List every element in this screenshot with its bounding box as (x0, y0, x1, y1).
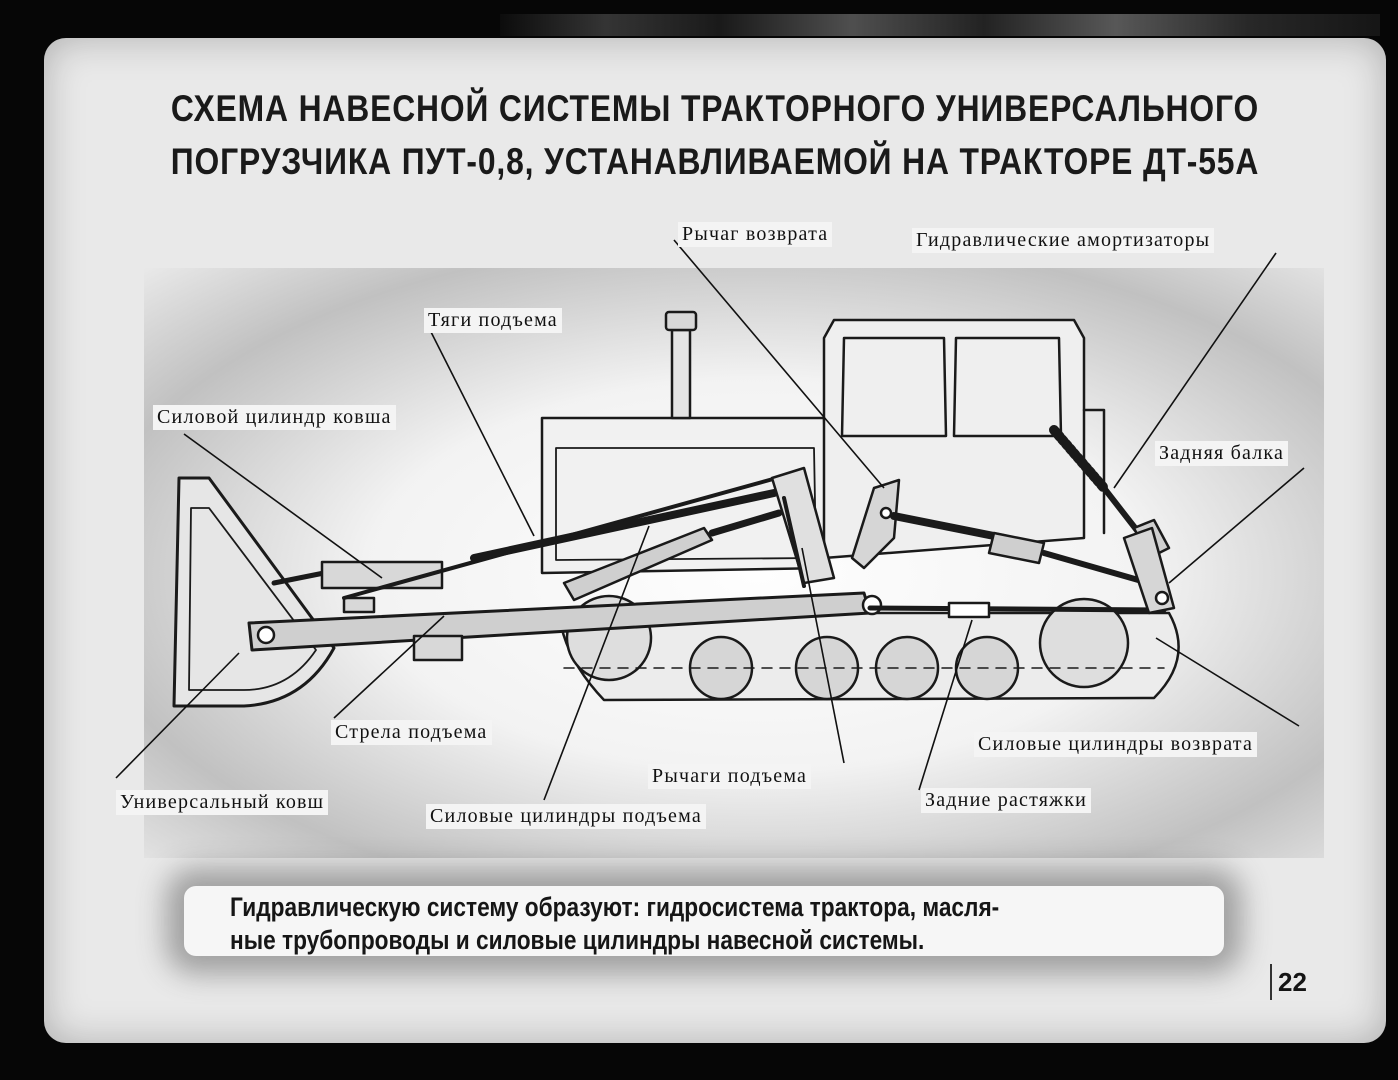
label-rear-braces: Задние растяжки (921, 788, 1092, 813)
leader-lift-levers (801, 547, 845, 764)
rear-braces-shape (867, 601, 1167, 619)
label-return-power-cylinders: Силовые цилиндры возврата (974, 732, 1258, 757)
note-line-1: Гидравлическую систему образуют: гидроси… (230, 892, 1000, 922)
track-assembly (557, 594, 1180, 702)
label-return-lever: Рычаг возврата (678, 222, 833, 247)
exhaust-pipe (664, 310, 698, 420)
leader-return-lever (673, 239, 885, 489)
label-rear-beam: Задняя балка (1155, 441, 1289, 466)
bucket-shape (172, 476, 336, 708)
title-line-2: ПОГРУЗЧИКА ПУТ-0,8, УСТАНАВЛИВАЕМОЙ НА Т… (170, 141, 1260, 182)
return-lever-shape (850, 478, 901, 570)
leader-rear-beam (1168, 467, 1305, 584)
label-universal-bucket: Универсальный ковш (116, 790, 329, 815)
rear-beam-shape (1122, 526, 1176, 615)
lift-cylinders-shape (562, 509, 783, 602)
leader-lines (115, 239, 1305, 801)
label-bucket-power-cylinder: Силовой цилиндр ковша (153, 405, 396, 430)
label-lift-rods: Тяги подъема (424, 308, 562, 333)
leader-universal-bucket (115, 652, 240, 779)
note-line-2: ные трубопроводы и силовые цилиндры наве… (230, 925, 925, 955)
lift-rods-shape (342, 474, 786, 600)
page-number: 22 (1270, 964, 1307, 1000)
title-line-1: СХЕМА НАВЕСНОЙ СИСТЕМЫ ТРАКТОРНОГО УНИВЕ… (170, 88, 1260, 129)
leader-bucket-cylinder (183, 433, 383, 579)
label-hydraulic-shock-absorbers: Гидравлические амортизаторы (912, 228, 1215, 253)
lift-boom-shape (247, 591, 883, 652)
label-lift-power-cylinders: Силовые цилиндры подъема (426, 804, 706, 829)
slide-panel: СХЕМА НАВЕСНОЙ СИСТЕМЫ ТРАКТОРНОГО УНИВЕ… (44, 38, 1386, 1043)
lift-levers-shape (770, 466, 836, 588)
return-cylinders-shape (890, 512, 1152, 586)
tractor-loader-diagram (115, 239, 1305, 801)
leader-shock-absorbers (1113, 252, 1277, 489)
label-lift-boom: Стрела подъема (331, 720, 492, 745)
film-edge-strip (500, 14, 1380, 36)
note-box (184, 886, 1224, 956)
label-lift-levers: Рычаги подъема (648, 764, 812, 789)
leader-lift-boom (333, 615, 445, 719)
page-title: СХЕМА НАВЕСНОЙ СИСТЕМЫ ТРАКТОРНОГО УНИВЕ… (138, 82, 1292, 188)
leader-rear-braces (918, 619, 973, 791)
leader-return-cylinders (1155, 637, 1300, 727)
note-text: Гидравлическую систему образуют: гидроси… (230, 891, 1171, 957)
leader-lift-rods (428, 327, 535, 537)
leader-lift-cylinders (543, 525, 650, 801)
